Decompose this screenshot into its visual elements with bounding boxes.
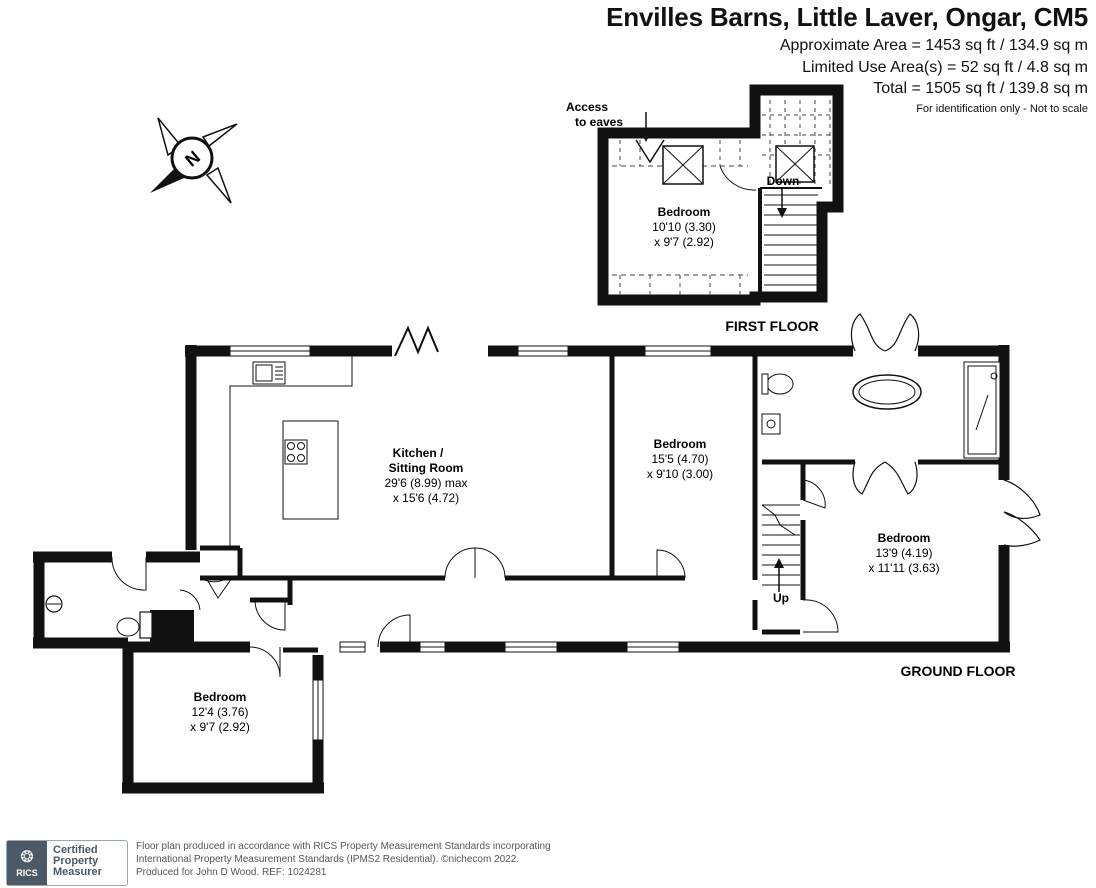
first-floor-bedroom-dim1: 10'10 (3.30): [652, 220, 716, 234]
bedroom-left-name: Bedroom: [194, 690, 247, 704]
cert-line-3: Measurer: [53, 866, 102, 878]
rics-logo: ❂ RICS: [7, 841, 47, 885]
floor-plan: N: [33, 84, 1041, 794]
bedroom-left-dim2: x 9'7 (2.92): [190, 720, 250, 734]
page-title: Envilles Barns, Little Laver, Ongar, CM5: [606, 2, 1088, 32]
footer-disclaimer: Floor plan produced in accordance with R…: [136, 840, 551, 879]
kitchen-name-1: Kitchen /: [393, 446, 444, 460]
footer-line-2: International Property Measurement Stand…: [136, 854, 520, 865]
first-floor-label: FIRST FLOOR: [725, 318, 818, 334]
bedroom-right-dim2: x 11'11 (3.63): [868, 561, 939, 575]
kitchen-dim2: x 15'6 (4.72): [393, 491, 459, 505]
kitchen-dim1: 29'6 (8.99) max: [385, 476, 468, 490]
certified-measurer-text: Certified Property Measurer: [53, 845, 102, 878]
cert-line-1: Certified: [53, 844, 98, 856]
ground-floor-label: GROUND FLOOR: [900, 663, 1015, 679]
rics-emblem-icon: ❂: [20, 849, 34, 866]
footer-line-3: Produced for John D Wood. REF: 1024281: [136, 867, 327, 878]
bedroom-mid-dim2: x 9'10 (3.00): [647, 467, 713, 481]
identification-note: For identification only - Not to scale: [916, 103, 1088, 115]
bedroom-mid-name: Bedroom: [654, 437, 707, 451]
bedroom-mid-dim1: 15'5 (4.70): [652, 452, 709, 466]
first-floor-bedroom-dim2: x 9'7 (2.92): [654, 235, 714, 249]
first-floor-bedroom-name: Bedroom: [658, 205, 711, 219]
rics-word: RICS: [16, 868, 38, 878]
ground-floor-plan: [33, 313, 1041, 794]
cert-line-2: Property: [53, 855, 99, 867]
bedroom-right-name: Bedroom: [878, 531, 931, 545]
footer-line-1: Floor plan produced in accordance with R…: [136, 841, 551, 852]
kitchen-name-2: Sitting Room: [389, 461, 464, 475]
access-to-eaves-label: Access: [566, 100, 608, 114]
first-floor-plan: [597, 84, 844, 306]
footer: ❂ RICS Certified Property Measurer Floor…: [0, 838, 1096, 888]
rics-certified-badge: ❂ RICS Certified Property Measurer: [6, 840, 128, 886]
compass-rose-icon: N: [150, 117, 238, 204]
stairs-up-label: Up: [773, 591, 789, 605]
total-area: Total = 1505 sq ft / 139.8 sq m: [873, 80, 1088, 97]
stairs-down-label: Down: [767, 174, 800, 188]
bedroom-right-dim1: 13'9 (4.19): [876, 546, 933, 560]
limited-use-area: Limited Use Area(s) = 52 sq ft / 4.8 sq …: [802, 59, 1088, 76]
access-to-eaves-label-2: to eaves: [575, 115, 623, 129]
approx-area: Approximate Area = 1453 sq ft / 134.9 sq…: [779, 37, 1088, 54]
bedroom-left-dim1: 12'4 (3.76): [192, 705, 249, 719]
